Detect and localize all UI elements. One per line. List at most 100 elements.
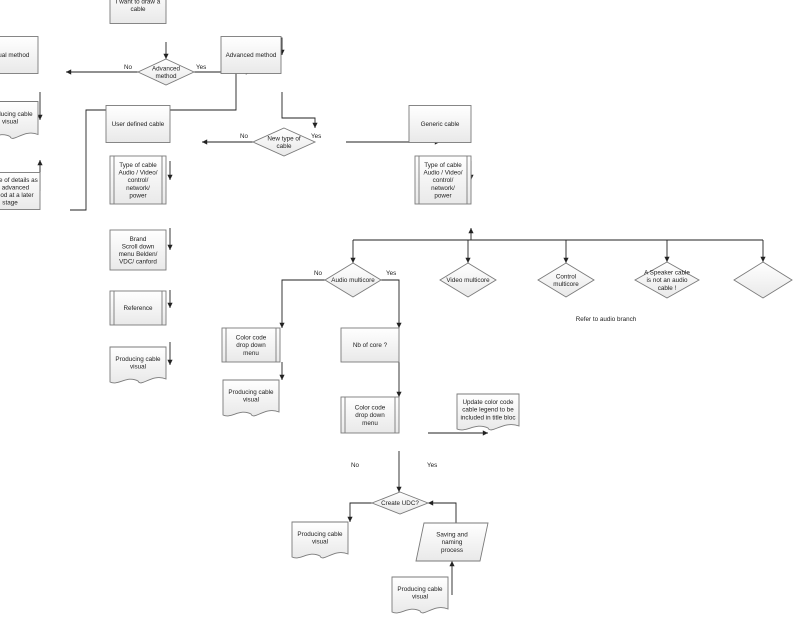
arrowhead	[37, 160, 43, 166]
node-label-line: Saving and	[436, 532, 468, 539]
arrowhead	[482, 430, 488, 436]
edge-label-advanced-no: No	[124, 64, 133, 71]
node-label-line: cable	[276, 143, 292, 150]
node-label-line: Type of cable	[424, 162, 462, 169]
node-label-line: User defined cable	[112, 121, 165, 128]
edge-label-udc-no: No	[351, 462, 360, 469]
connector-update-advanced	[70, 37, 283, 211]
node-label-line: I want to draw a	[116, 0, 161, 5]
node-label-line: naming	[442, 539, 463, 546]
node-label-line: Create UDC?	[381, 500, 419, 507]
node-label-line: Update color code	[462, 399, 514, 406]
node-label-line: menu	[243, 350, 259, 357]
node-label-line: network/	[126, 185, 150, 192]
arrowhead	[167, 174, 173, 180]
node-label-line: is not an audio	[647, 277, 688, 284]
node-label-line: visual	[243, 397, 259, 404]
node-label-line: power	[434, 192, 451, 199]
node-label-line: Scroll down	[122, 243, 155, 250]
process-box	[0, 172, 41, 210]
process-box	[0, 36, 39, 74]
edge-label-newtype-yes: Yes	[311, 133, 321, 140]
arrowhead	[664, 256, 670, 262]
nodes: I want to draw acableAdvancedmethodUsual…	[0, 0, 793, 614]
node-label-line: Color code	[236, 335, 267, 342]
edge-label-audio-no: No	[314, 270, 323, 277]
node-label-line: method at a later	[0, 192, 34, 199]
node-label-line: New type of	[267, 135, 300, 142]
node-label-line: Producing cable	[115, 356, 161, 363]
edge-label-newtype-no: No	[240, 133, 249, 140]
arrowhead	[465, 257, 471, 263]
node-label-line: Control	[556, 273, 576, 280]
arrowhead	[396, 322, 402, 328]
node-label-line: Producing cable	[0, 111, 33, 118]
node-label-line: Color code	[355, 405, 386, 412]
arrowhead	[167, 302, 173, 308]
node-label-line: visual	[312, 539, 328, 546]
connector-udc-no	[349, 502, 372, 522]
document-shape	[291, 521, 349, 559]
node-audio-multicore: Audio multicore	[324, 262, 382, 298]
document-shape	[456, 393, 520, 431]
process-box	[220, 36, 282, 74]
arrowhead	[167, 244, 173, 250]
decision-diamond	[733, 261, 793, 299]
node-user-defined: User defined cable	[105, 105, 171, 143]
node-label-line: drop down	[236, 342, 266, 349]
node-label-line: Audio multicore	[331, 277, 375, 284]
node-label-line: Reference	[123, 305, 153, 312]
node-nb-core: Nb of core ?	[340, 327, 400, 363]
edge-label-audio-yes: Yes	[386, 270, 396, 277]
node-label-line: cable legend to be	[462, 407, 514, 414]
node-label-line: Type of cable	[119, 162, 157, 169]
data-parallelogram	[415, 522, 489, 562]
document-shape	[391, 576, 449, 614]
node-advanced: Advanced method	[220, 36, 282, 74]
node-label-line: Producing cable	[397, 586, 443, 593]
process-box	[340, 327, 400, 363]
node-label-line: Advanced method	[226, 52, 277, 59]
node-label-line: VDC/ canford	[119, 259, 157, 266]
arrowhead	[396, 486, 402, 492]
node-label-line: visual	[130, 364, 146, 371]
arrowhead	[37, 114, 43, 120]
node-label-line: included in title bloc	[461, 414, 516, 421]
arrowhead	[279, 374, 285, 380]
document-shape	[109, 346, 167, 384]
arrowhead	[279, 322, 285, 328]
node-label-line: network/	[431, 185, 455, 192]
node-label-line: Producing cable	[228, 389, 274, 396]
node-update-later: Update of details asper advancedmethod a…	[0, 172, 41, 210]
subprocess-box	[109, 290, 167, 326]
decision-diamond	[324, 262, 382, 298]
decision-diamond	[251, 127, 317, 157]
subprocess-box	[340, 396, 400, 434]
node-label-line: visual	[412, 594, 428, 601]
edge-label-advanced-yes: Yes	[196, 64, 206, 71]
node-label-line: menu Belden/	[119, 251, 158, 258]
decision-diamond	[634, 261, 700, 299]
process-box	[109, 229, 167, 271]
arrowhead	[167, 359, 173, 365]
arrowhead	[202, 139, 208, 145]
edge-label-udc-yes: Yes	[427, 462, 437, 469]
arrowhead	[66, 69, 72, 75]
node-label-line: A Speaker cable	[644, 270, 690, 277]
node-generic: Generic cable	[408, 105, 472, 143]
node-label-line: Audio / Video/	[118, 170, 157, 177]
annotation-refer: Refer to audio branch	[576, 316, 637, 323]
node-label-line: cable !	[658, 285, 677, 292]
process-box	[105, 105, 171, 143]
decision-diamond	[537, 262, 595, 298]
